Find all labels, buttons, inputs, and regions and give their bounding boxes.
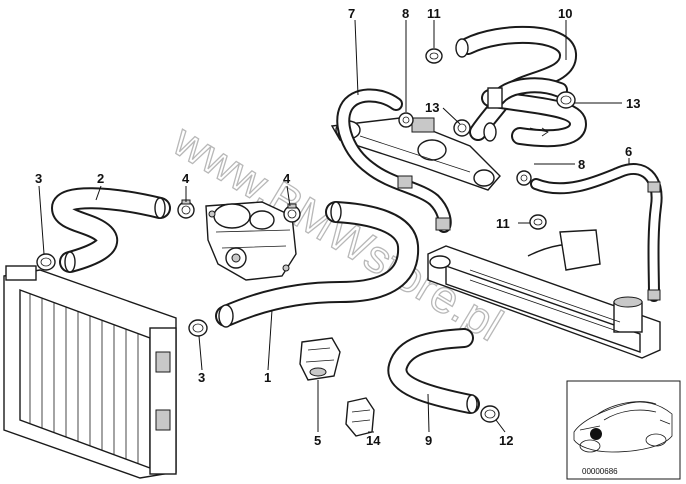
callout-13-left: 13 xyxy=(425,100,439,115)
callout-1: 1 xyxy=(264,370,271,385)
callout-3-upper: 3 xyxy=(35,171,42,186)
hose-1 xyxy=(215,201,420,328)
diagram-code: 00000686 xyxy=(582,467,618,476)
clamp-4-right xyxy=(283,203,301,223)
callout-4-right: 4 xyxy=(283,171,291,186)
callout-9: 9 xyxy=(425,433,432,448)
clamp-4-left xyxy=(177,199,195,219)
callout-8-top: 8 xyxy=(402,6,409,21)
radiator xyxy=(3,265,177,479)
callout-2: 2 xyxy=(97,171,104,186)
car-location-inset: 00000686 xyxy=(566,380,681,480)
callout-14: 14 xyxy=(366,433,381,448)
water-pump xyxy=(205,201,297,281)
hose-9 xyxy=(387,328,480,414)
callout-numbers: 7 8 11 10 13 13 8 6 11 3 2 4 4 1 3 5 14 … xyxy=(35,6,640,448)
holder-14 xyxy=(345,397,375,437)
callout-13-right: 13 xyxy=(626,96,640,111)
callout-10: 10 xyxy=(558,6,572,21)
clamp-12 xyxy=(480,405,500,423)
hose-10 xyxy=(455,25,587,148)
callout-6: 6 xyxy=(625,144,632,159)
hose-2 xyxy=(51,187,171,273)
clamp-8-right xyxy=(516,170,532,186)
callout-5: 5 xyxy=(314,433,321,448)
callout-11-lower: 11 xyxy=(496,216,510,231)
callout-11-top: 11 xyxy=(427,6,441,21)
callout-7: 7 xyxy=(348,6,355,21)
callout-8-right: 8 xyxy=(578,157,585,172)
clamp-8-top xyxy=(398,112,414,128)
clamp-11-lower xyxy=(529,214,547,230)
callout-12: 12 xyxy=(499,433,513,448)
clamp-11-top xyxy=(425,48,443,64)
leader-lines xyxy=(38,19,630,433)
clamp-3-lower xyxy=(188,319,208,337)
hose-6 xyxy=(530,163,663,302)
bracket-5 xyxy=(299,337,341,381)
clamp-13-left xyxy=(453,119,471,137)
callout-4-left: 4 xyxy=(182,171,190,186)
callout-3-lower: 3 xyxy=(198,370,205,385)
hose-7 xyxy=(336,88,452,233)
clamp-3-upper xyxy=(36,253,56,271)
engine-bracket xyxy=(427,229,661,359)
clamp-13-right xyxy=(556,91,576,109)
location-marker xyxy=(590,428,602,440)
